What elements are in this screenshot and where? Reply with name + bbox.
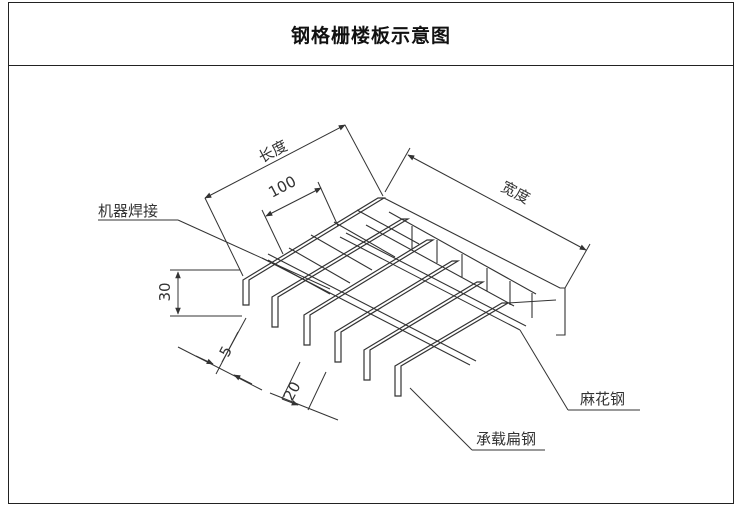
pitch-label: 100 — [265, 172, 299, 201]
diagram-frame: 钢格栅楼板示意图 — [8, 2, 734, 504]
twisted-bar — [261, 232, 527, 366]
bearing-bar-label: 承载扁钢 — [476, 430, 536, 448]
grating-drawing: 长度 宽度 100 机器焊接 30 5 20 麻花钢 承载扁钢 — [98, 124, 640, 451]
thickness-label: 5 — [216, 343, 236, 360]
bar-width-dim-line — [269, 392, 339, 421]
bearing-bar-6 — [394, 302, 511, 397]
weld-label: 机器焊接 — [98, 202, 158, 220]
dimension-lines — [170, 124, 591, 421]
pitch-dim-line — [265, 187, 322, 217]
twisted-bar-leader — [519, 329, 569, 411]
bar-width-label: 20 — [280, 379, 305, 404]
twisted-bar-label: 麻花钢 — [580, 390, 625, 408]
title-bar: 钢格栅楼板示意图 — [9, 3, 733, 66]
bearing-bar-1 — [242, 197, 387, 306]
width-dim-line — [407, 154, 587, 251]
bearing-bars — [242, 197, 511, 397]
thickness-dim-line — [177, 346, 263, 391]
height-label: 30 — [156, 282, 174, 301]
length-dim-line — [204, 124, 346, 199]
page-title: 钢格栅楼板示意图 — [290, 24, 451, 47]
cross-bars — [267, 197, 566, 336]
leader-lines — [98, 219, 640, 451]
bearing-bar-4 — [334, 260, 461, 363]
bearing-bar-leader — [409, 387, 473, 451]
bearing-bar-5 — [363, 281, 486, 381]
annotation-text: 长度 宽度 100 机器焊接 30 5 20 麻花钢 承载扁钢 — [98, 137, 625, 448]
width-label: 宽度 — [498, 178, 533, 208]
